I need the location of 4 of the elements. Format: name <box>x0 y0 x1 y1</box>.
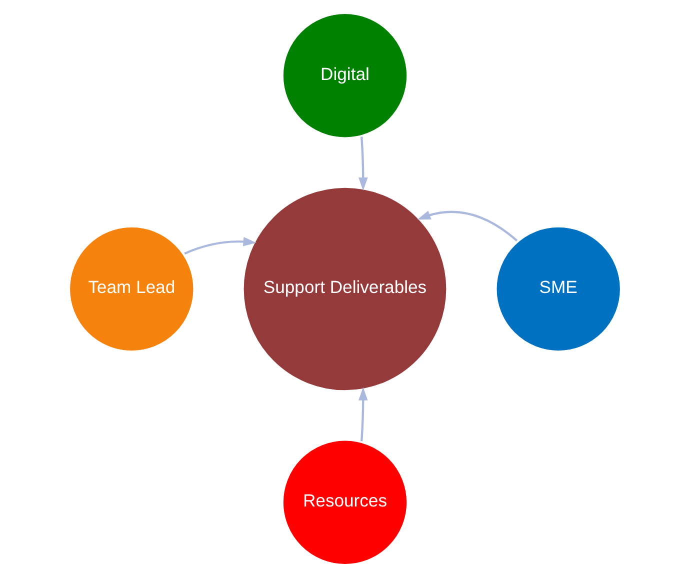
arrow <box>358 136 368 191</box>
arrow <box>416 210 518 242</box>
arrow <box>358 387 368 442</box>
arrow <box>184 237 256 255</box>
